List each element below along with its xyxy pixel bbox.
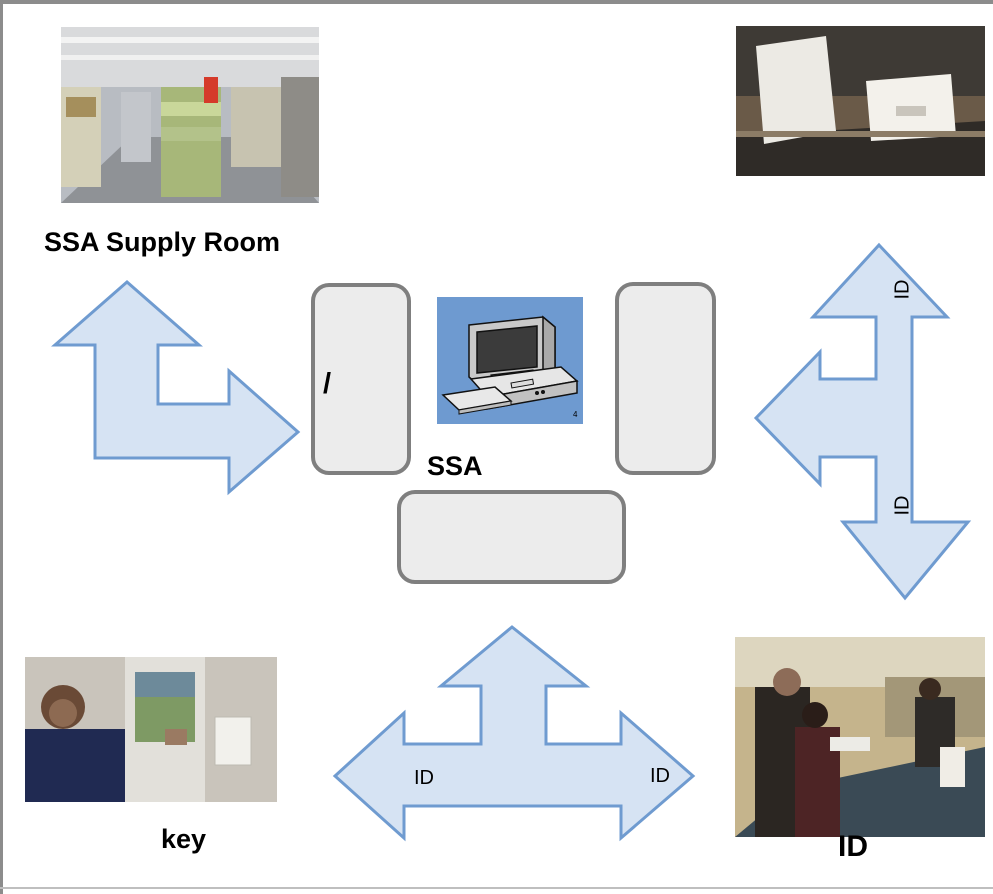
frame-left-border xyxy=(0,0,3,894)
supply-room-photo xyxy=(61,27,319,203)
right-arrow-bottom-label: ID xyxy=(891,495,914,516)
computer-icon: 4 xyxy=(437,297,583,424)
mail-bins-photo xyxy=(736,26,985,176)
counter-staff-photo xyxy=(735,637,985,837)
right-arrow-top-label: ID xyxy=(891,279,914,300)
bottom-arrow-left-label: ID xyxy=(414,767,434,789)
bottom-arrow-right-label: ID xyxy=(650,765,670,787)
slash-label: / xyxy=(323,368,332,400)
supply-room-label: SSA Supply Room xyxy=(44,227,281,257)
left-terminal-box xyxy=(311,283,411,475)
frame-bottom-border xyxy=(0,887,993,889)
id-label: ID xyxy=(838,830,868,863)
key-label: key xyxy=(161,824,207,854)
right-terminal-box xyxy=(615,282,716,475)
bottom-terminal-box xyxy=(397,490,626,584)
supply-room-arrow xyxy=(51,280,301,496)
computer-page-number: 4 xyxy=(573,410,578,419)
center-ssa-label: SSA xyxy=(427,451,483,481)
right-three-way-arrow xyxy=(753,242,972,601)
frame-top-border xyxy=(0,0,993,4)
bottom-three-way-arrow xyxy=(332,625,696,842)
woman-reader-photo xyxy=(25,657,277,802)
